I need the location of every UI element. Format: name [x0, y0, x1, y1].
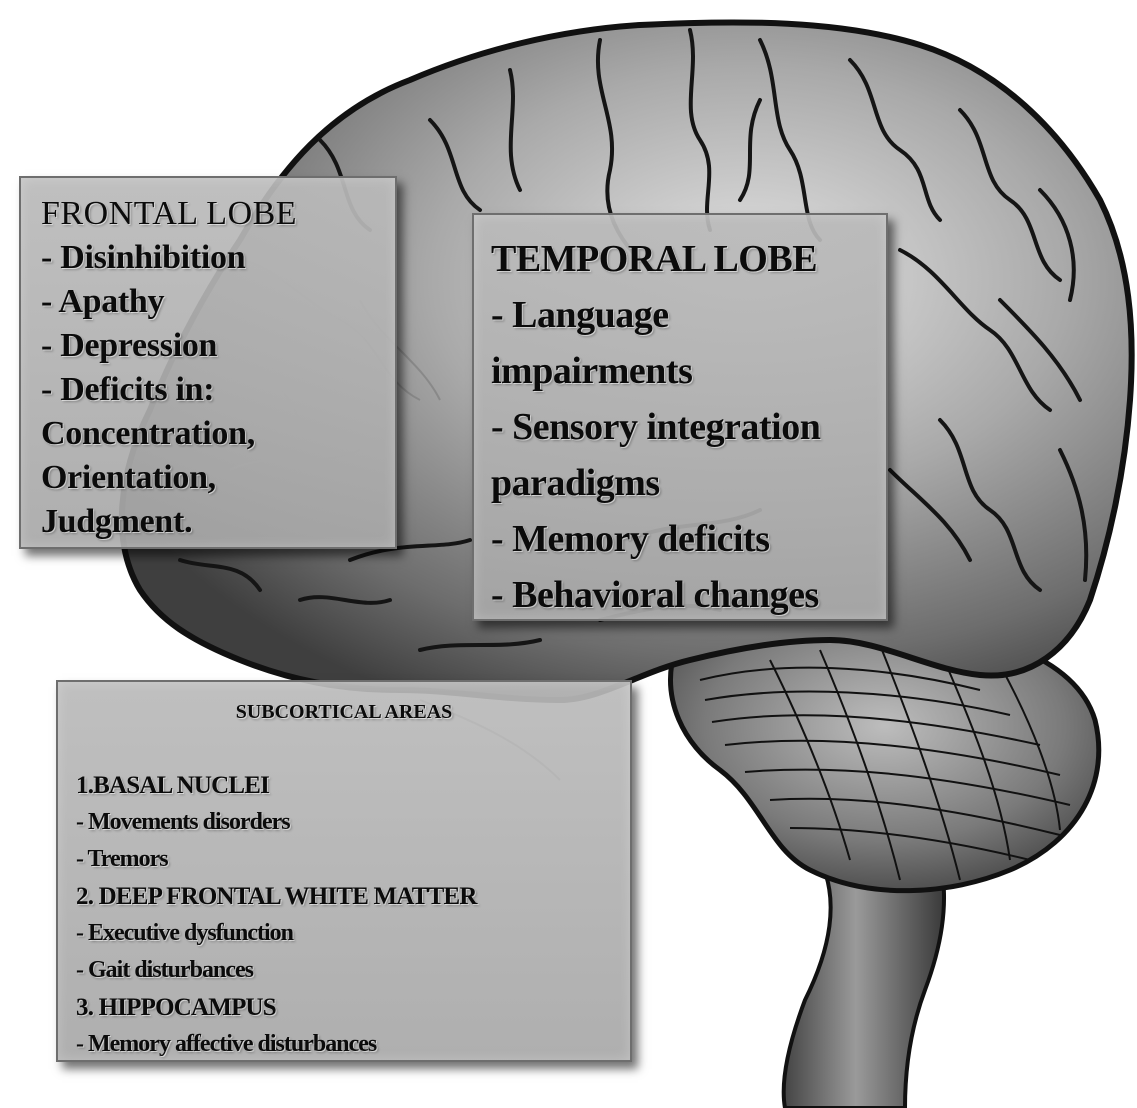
subcortical-heading-hippocampus: 3. HIPPOCAMPUS	[76, 989, 630, 1026]
temporal-lobe-box: TEMPORAL LOBE - Language impairments - S…	[472, 213, 888, 621]
frontal-lobe-title: FRONTAL LOBE	[41, 192, 395, 236]
temporal-lobe-item: - Language	[491, 287, 886, 343]
subcortical-item: - Movements disorders	[76, 804, 630, 841]
frontal-lobe-item: - Depression	[41, 324, 395, 368]
subcortical-heading-deep-frontal-white-matter: 2. DEEP FRONTAL WHITE MATTER	[76, 878, 630, 915]
frontal-lobe-item: Judgment.	[41, 500, 395, 544]
subcortical-areas-box: SUBCORTICAL AREAS 1.BASAL NUCLEI - Movem…	[56, 680, 632, 1062]
brain-stem	[784, 860, 944, 1108]
subcortical-item: - Executive dysfunction	[76, 915, 630, 952]
frontal-lobe-item: Concentration,	[41, 412, 395, 456]
subcortical-item: - Gait disturbances	[76, 952, 630, 989]
frontal-lobe-item: - Disinhibition	[41, 236, 395, 280]
frontal-lobe-item: - Apathy	[41, 280, 395, 324]
subcortical-heading-basal-nuclei: 1.BASAL NUCLEI	[76, 767, 630, 804]
temporal-lobe-title: TEMPORAL LOBE	[491, 231, 886, 287]
temporal-lobe-item: - Memory deficits	[491, 511, 886, 567]
temporal-lobe-item: - Sensory integration	[491, 399, 886, 455]
subcortical-item: - Memory affective disturbances	[76, 1026, 630, 1063]
temporal-lobe-item: impairments	[491, 343, 886, 399]
frontal-lobe-item: - Deficits in:	[41, 368, 395, 412]
subcortical-item: - Tremors	[76, 841, 630, 878]
temporal-lobe-item: - Behavioral changes	[491, 567, 886, 623]
frontal-lobe-box: FRONTAL LOBE - Disinhibition - Apathy - …	[19, 176, 397, 549]
frontal-lobe-item: Orientation,	[41, 456, 395, 500]
temporal-lobe-item: paradigms	[491, 455, 886, 511]
subcortical-areas-title: SUBCORTICAL AREAS	[58, 694, 630, 731]
